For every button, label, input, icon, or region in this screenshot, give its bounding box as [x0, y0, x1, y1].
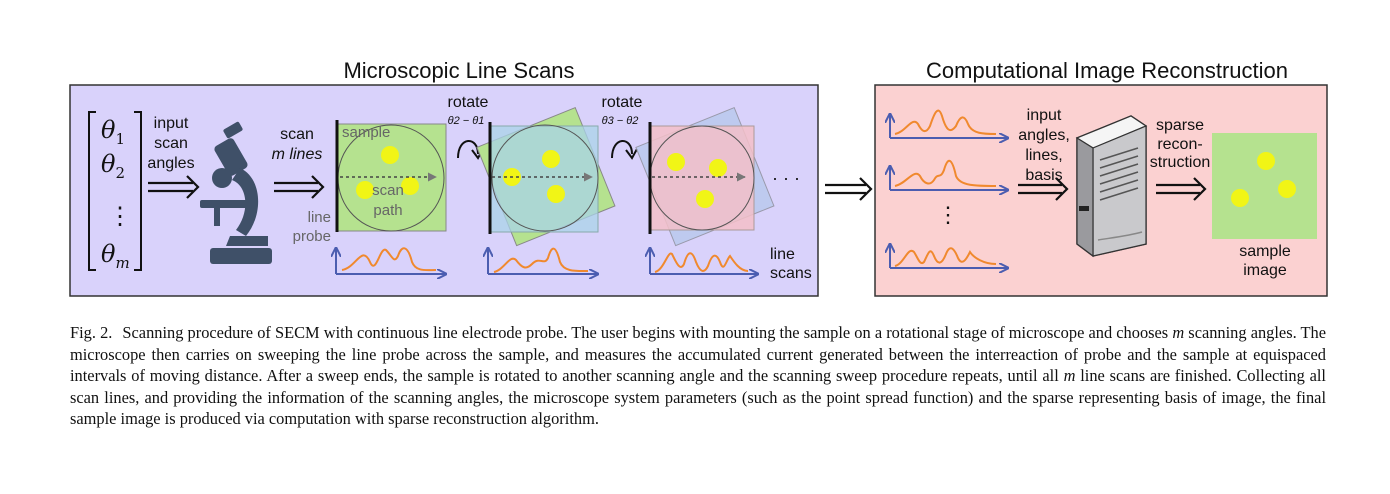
- svg-text:struction: struction: [1150, 154, 1210, 171]
- rotate-label-1: rotate θ2 − θ1: [448, 94, 489, 160]
- line-scan-plot-2: [488, 248, 598, 274]
- caption-math-m-1: m: [1172, 323, 1185, 342]
- line-scans-label: line scans: [770, 246, 812, 282]
- sample-label: sample: [342, 124, 390, 141]
- double-arrow-2: [274, 175, 325, 199]
- caption-math-m-2: m: [1063, 366, 1076, 386]
- line-probe-label: line: [308, 209, 331, 226]
- sample-scan-2: [476, 106, 616, 247]
- svg-text:rotate: rotate: [448, 94, 489, 111]
- recon-vertical-dots: ⋮: [937, 203, 959, 228]
- input-scan-angles-label: input scan angles: [147, 115, 194, 172]
- svg-text:angles: angles: [147, 155, 194, 172]
- panel-right-title: Computational Image Reconstruction: [926, 58, 1288, 83]
- panel-left-title: Microscopic Line Scans: [343, 58, 574, 83]
- server-icon: [1075, 115, 1148, 258]
- svg-text:input: input: [154, 115, 189, 132]
- panel-transition-arrow: [825, 177, 873, 201]
- svg-text:scan: scan: [154, 135, 188, 152]
- svg-text:probe: probe: [293, 228, 331, 245]
- caption-text-2: scanning angles. The microscope then car…: [70, 323, 1327, 386]
- theta-vector: θ1 θ2 ⋮ θm: [88, 111, 142, 272]
- double-arrow-4: [1156, 177, 1207, 201]
- svg-text:recon-: recon-: [1157, 136, 1202, 153]
- rotate-label-2: rotate θ3 − θ2: [602, 94, 643, 160]
- theta-2: θ: [101, 150, 116, 178]
- svg-text:path: path: [373, 202, 402, 219]
- theta-1: θ: [101, 116, 116, 144]
- recon-line-scan-2: [890, 160, 1008, 190]
- figure-diagram: Microscopic Line Scans Computational Ima…: [69, 58, 1328, 297]
- svg-text:θ3 − θ2: θ3 − θ2: [602, 115, 639, 127]
- recon-line-scan-m: [890, 244, 1008, 268]
- sample-scan-1: sample scan path line probe: [293, 120, 447, 245]
- double-arrow-1: [148, 175, 200, 199]
- scan-m-lines-label: scan m lines: [272, 126, 323, 163]
- double-arrow-3: [1018, 177, 1069, 201]
- svg-text:scans: scans: [770, 265, 812, 282]
- svg-text:image: image: [1243, 262, 1287, 279]
- theta-m: θ: [101, 240, 116, 268]
- input-angles-lines-basis-label: input angles, lines, basis: [1018, 107, 1070, 184]
- svg-text:scan: scan: [280, 126, 314, 143]
- svg-text:rotate: rotate: [602, 94, 643, 111]
- svg-text:θm: θm: [101, 240, 130, 272]
- svg-text:basis: basis: [1025, 167, 1062, 184]
- svg-text:sparse: sparse: [1156, 117, 1204, 134]
- caption-text-1: Scanning procedure of SECM with continuo…: [122, 323, 1173, 342]
- svg-text:sample: sample: [1239, 243, 1291, 260]
- svg-text:input: input: [1027, 107, 1062, 124]
- sparse-reconstruction-label: sparse recon- struction: [1150, 117, 1210, 171]
- caption-text-3: line scans are finished. Collecting all …: [70, 366, 1326, 429]
- ellipsis: · · ·: [772, 168, 800, 188]
- recon-line-scan-1: [890, 109, 1008, 138]
- svg-text:θ2 − θ1: θ2 − θ1: [448, 115, 485, 127]
- theta-dots: ⋮: [108, 202, 132, 230]
- caption-label: Fig. 2.: [70, 323, 113, 342]
- line-scan-plot-1: [336, 248, 446, 274]
- line-scan-plot-3: [650, 248, 758, 274]
- svg-text:lines,: lines,: [1025, 147, 1062, 164]
- scan-path-label: scan: [372, 182, 404, 199]
- svg-text:m lines: m lines: [272, 146, 323, 163]
- sample-scan-3: [635, 106, 775, 247]
- figure-caption: Fig. 2. Scanning procedure of SECM with c…: [70, 322, 1326, 430]
- svg-text:θ1: θ1: [101, 116, 125, 148]
- svg-text:line: line: [770, 246, 795, 263]
- reconstructed-sample-image: sample image: [1212, 133, 1317, 279]
- microscope-icon: [200, 121, 272, 264]
- svg-text:θ2: θ2: [101, 150, 125, 182]
- svg-text:angles,: angles,: [1018, 127, 1070, 144]
